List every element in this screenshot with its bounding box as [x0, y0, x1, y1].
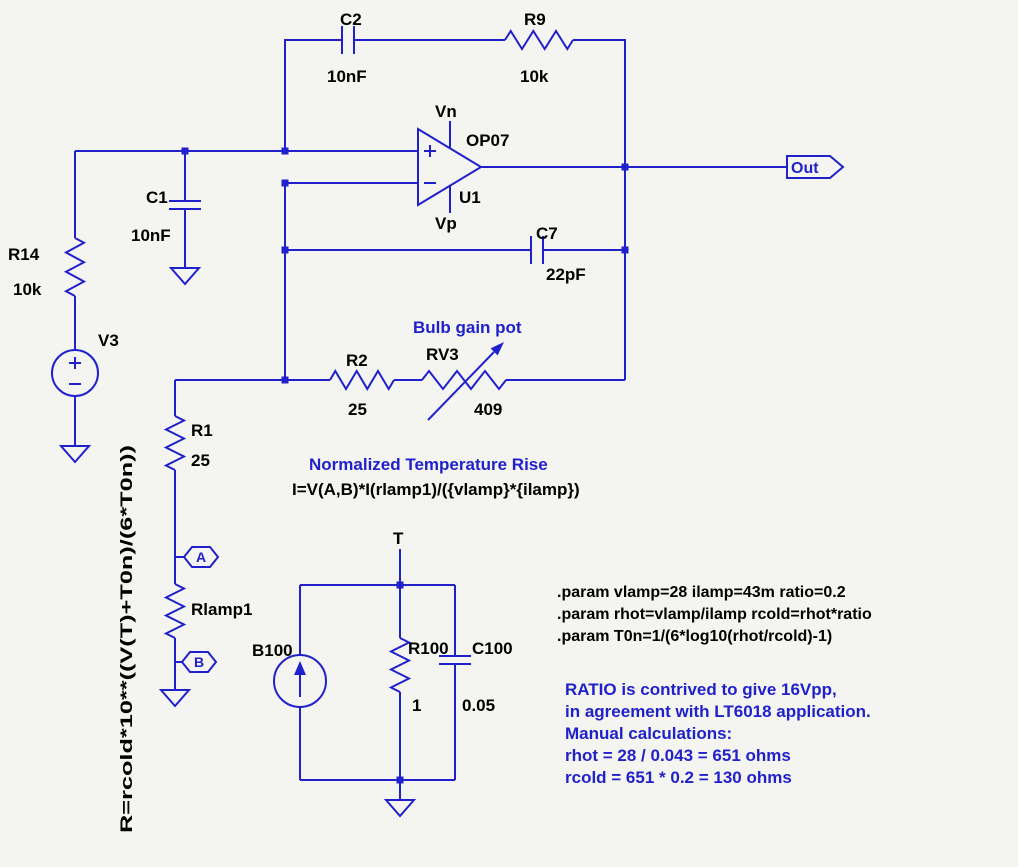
ground-icon[interactable]: [58, 445, 92, 464]
capacitor-c7[interactable]: C7 22pF: [530, 224, 586, 284]
resistor-zigzag: [421, 369, 507, 391]
net-label-a[interactable]: A: [196, 549, 206, 565]
net-label-vp[interactable]: Vp: [435, 214, 457, 233]
rv3-value[interactable]: 409: [474, 400, 502, 419]
pot-arrow-shaft: [427, 351, 495, 421]
wire-junction: [281, 147, 289, 155]
resistor-r14[interactable]: R14 10k: [8, 237, 87, 299]
net-label-b[interactable]: B: [194, 654, 204, 670]
c7-designator[interactable]: C7: [536, 224, 558, 243]
plus-marker: [69, 357, 81, 369]
wire-junction: [281, 246, 289, 254]
wire: [573, 39, 626, 380]
resistor-r100[interactable]: R100 1: [388, 637, 449, 715]
c2-designator[interactable]: C2: [340, 10, 362, 29]
resistor-zigzag: [163, 415, 187, 471]
voltage-source-v3[interactable]: V3: [51, 331, 119, 397]
resistor-zigzag: [329, 369, 395, 391]
resistor-r1[interactable]: R1 25: [163, 415, 213, 471]
spice-directive-param-2[interactable]: .param rhot=vlamp/ilamp rcold=rhot*ratio: [557, 606, 872, 623]
net-label-out[interactable]: Out: [791, 160, 819, 177]
c2-value[interactable]: 10nF: [327, 67, 367, 86]
net-flag-hexagon[interactable]: [180, 651, 218, 673]
resistor-zigzag: [388, 637, 412, 693]
wire-junction: [396, 581, 404, 589]
capacitor-c2[interactable]: C2 10nF: [327, 10, 367, 86]
opamp-u1[interactable]: Vn Vp OP07 U1: [417, 102, 509, 233]
r2-value[interactable]: 25: [348, 400, 367, 419]
comment-note-5[interactable]: rcold = 651 * 0.2 = 130 ohms: [565, 768, 792, 787]
comment-bulb-gain-pot[interactable]: Bulb gain pot: [413, 318, 522, 337]
voltage-source-circle[interactable]: [51, 349, 99, 397]
r1-value[interactable]: 25: [191, 451, 210, 470]
lamp-resistance-formula[interactable]: R=rcold*10**((V(T)+T0n)/(6*T0n)): [117, 445, 136, 833]
r100-designator[interactable]: R100: [408, 639, 449, 658]
wire: [284, 39, 342, 151]
capacitor-c1[interactable]: C1 10nF: [131, 188, 201, 245]
output-port-out[interactable]: Out: [786, 155, 845, 179]
net-label-vn[interactable]: Vn: [435, 102, 457, 121]
c1-designator[interactable]: C1: [146, 188, 168, 207]
wire-junction: [281, 179, 289, 187]
wire-junction: [621, 163, 629, 171]
current-source-circle[interactable]: [273, 654, 327, 708]
noninverting-input-marker: [424, 145, 436, 157]
net-flag-hexagon[interactable]: [182, 546, 220, 568]
resistor-r2[interactable]: R2 25: [329, 351, 395, 419]
net-flag-t[interactable]: T: [393, 529, 404, 548]
net-flag-a[interactable]: A: [182, 546, 220, 568]
c100-designator[interactable]: C100: [472, 639, 513, 658]
wire-junctions: [181, 147, 629, 784]
resistor-zigzag: [63, 237, 87, 297]
comment-note-1[interactable]: RATIO is contrived to give 16Vpp,: [565, 680, 837, 699]
v3-designator[interactable]: V3: [98, 331, 119, 350]
wire-junction: [396, 776, 404, 784]
current-arrow-head: [294, 661, 306, 675]
net-flag-b[interactable]: B: [180, 651, 218, 673]
comment-note-4[interactable]: rhot = 28 / 0.043 = 651 ohms: [565, 746, 791, 765]
spice-directive-param-1[interactable]: .param vlamp=28 ilamp=43m ratio=0.2: [557, 584, 846, 601]
capacitor-c100[interactable]: C100 0.05: [439, 639, 513, 715]
wire-junction: [281, 376, 289, 384]
ground-icon[interactable]: [168, 267, 202, 286]
resistor-zigzag: [163, 583, 187, 639]
spice-directive-param-3[interactable]: .param T0n=1/(6*log10(rhot/rcold)-1): [557, 628, 832, 645]
wires: [74, 39, 787, 800]
r14-value[interactable]: 10k: [13, 280, 42, 299]
r1-designator[interactable]: R1: [191, 421, 213, 440]
pot-arrow-head: [490, 342, 504, 356]
u1-designator[interactable]: U1: [459, 188, 481, 207]
r2-designator[interactable]: R2: [346, 351, 368, 370]
wire-junction: [621, 246, 629, 254]
net-label-t[interactable]: T: [393, 529, 404, 548]
resistor-r9[interactable]: R9 10k: [504, 10, 574, 86]
ground-icon[interactable]: [383, 799, 417, 818]
comment-note-2[interactable]: in agreement with LT6018 application.: [565, 702, 871, 721]
u1-part-number[interactable]: OP07: [466, 131, 509, 150]
rv3-designator[interactable]: RV3: [426, 345, 459, 364]
r9-value[interactable]: 10k: [520, 67, 549, 86]
b100-designator[interactable]: B100: [252, 641, 293, 660]
potentiometer-rv3[interactable]: RV3 409: [421, 342, 507, 421]
resistor-zigzag: [504, 29, 574, 51]
temp-rise-formula[interactable]: I=V(A,B)*I(rlamp1)/({vlamp}*{ilamp}): [292, 480, 580, 499]
wire-junction: [181, 147, 189, 155]
output-port-flag[interactable]: [786, 155, 845, 179]
comment-temp-rise-title[interactable]: Normalized Temperature Rise: [309, 455, 548, 474]
r9-designator[interactable]: R9: [524, 10, 546, 29]
r100-value[interactable]: 1: [412, 696, 421, 715]
rlamp1-designator[interactable]: Rlamp1: [191, 600, 252, 619]
resistor-rlamp1[interactable]: Rlamp1: [163, 583, 252, 639]
ground-icon[interactable]: [158, 689, 192, 708]
comment-note-3[interactable]: Manual calculations:: [565, 724, 732, 743]
ground-symbols: [58, 267, 417, 818]
c7-value[interactable]: 22pF: [546, 265, 586, 284]
c100-value[interactable]: 0.05: [462, 696, 495, 715]
r14-designator[interactable]: R14: [8, 245, 40, 264]
c1-value[interactable]: 10nF: [131, 226, 171, 245]
current-source-b100[interactable]: B100: [252, 641, 327, 708]
